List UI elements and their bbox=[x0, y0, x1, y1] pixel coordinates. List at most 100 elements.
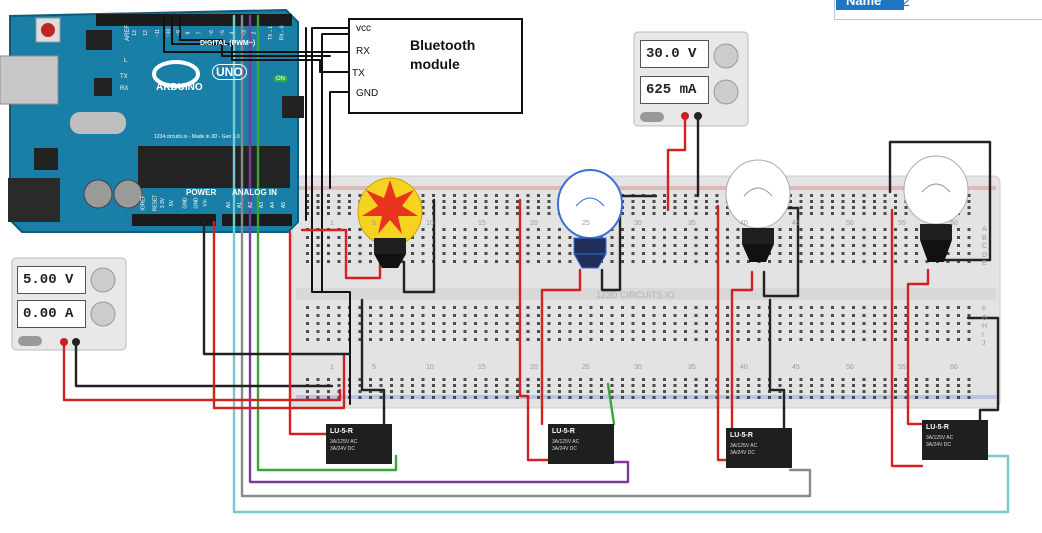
arduino-board[interactable] bbox=[0, 8, 304, 233]
capacitor-1 bbox=[83, 179, 113, 209]
bt-pin-tx: TX bbox=[352, 68, 365, 79]
arduino-pin-label: ~5 bbox=[219, 30, 226, 36]
wire-supply-red bbox=[62, 340, 342, 402]
bluetooth-module[interactable] bbox=[348, 18, 523, 114]
wire-bulb4-red bbox=[906, 268, 930, 426]
regulator bbox=[34, 148, 58, 170]
wire-bt-tx bbox=[171, 15, 349, 73]
relay-3[interactable] bbox=[726, 428, 792, 468]
breadboard-col-number: 40 bbox=[740, 364, 748, 371]
wire-5v bbox=[212, 220, 346, 410]
arduino-pin-label: 7 bbox=[196, 31, 203, 35]
relay-name: LU-5-R bbox=[926, 424, 949, 431]
relay-rating-dc: 3A/24V DC bbox=[730, 450, 756, 456]
arduino-pin-label: 4 bbox=[229, 31, 236, 35]
relay-name: LU-5-R bbox=[730, 432, 753, 439]
bt-pin-rx: RX bbox=[356, 46, 370, 57]
breadboard-col-number: 60 bbox=[950, 220, 958, 227]
breadboard-col-number: 5 bbox=[372, 220, 376, 227]
arduino-pin-label: 5V bbox=[169, 199, 176, 207]
breadboard-row-letter: H bbox=[982, 323, 988, 330]
arduino-pin-label: RESET bbox=[152, 194, 159, 212]
wire-relay1-red bbox=[288, 230, 332, 436]
supply-top-current: 625 mA bbox=[640, 76, 709, 104]
breadboard-col-number: 1 bbox=[330, 220, 334, 227]
bluetooth-title: Bluetooth module bbox=[410, 36, 475, 74]
breadboard-col-number: 45 bbox=[792, 220, 800, 227]
relay-4[interactable] bbox=[922, 420, 988, 460]
wire-bulb1-red bbox=[300, 228, 382, 280]
wire-relay2-red bbox=[518, 198, 550, 462]
breadboard-holes bbox=[306, 194, 971, 399]
arduino-pin-label: A5 bbox=[281, 201, 288, 209]
relay-1[interactable] bbox=[326, 424, 392, 464]
breadboard-col-number: 1 bbox=[330, 364, 334, 371]
relay-rating-ac: 3A/125V AC bbox=[730, 443, 758, 449]
arduino-logo bbox=[152, 60, 200, 88]
breadboard-row-letter: J bbox=[982, 340, 986, 347]
arduino-pin-label: ~6 bbox=[208, 30, 215, 36]
relay-2[interactable] bbox=[548, 424, 614, 464]
icsp-header bbox=[86, 30, 112, 50]
arduino-rx-label: RX bbox=[120, 86, 129, 92]
breadboard-col-number: 35 bbox=[688, 220, 696, 227]
bulb-2[interactable] bbox=[557, 169, 623, 269]
breadboard-col-number: 10 bbox=[426, 364, 434, 371]
arduino-pin-label: A0 bbox=[226, 201, 233, 209]
breadboard-col-number: 20 bbox=[530, 364, 538, 371]
icsp-header-2 bbox=[282, 96, 304, 118]
arduino-digital-label: DIGITAL (PWM~) bbox=[200, 40, 256, 47]
breadboard-row-letter: E bbox=[982, 260, 987, 267]
supply-left-voltage: 5.00 V bbox=[17, 266, 86, 294]
arduino-pin-label: 2 bbox=[251, 31, 258, 35]
wire-bt-rx bbox=[163, 15, 349, 53]
relay-rating-dc: 3A/24V DC bbox=[552, 446, 578, 452]
breadboard-watermark: 123D CIRCUITS.IO bbox=[596, 290, 675, 300]
breadboard-row-letter: B bbox=[982, 234, 987, 242]
wire-relay4-black bbox=[966, 316, 1000, 426]
breadboard-row-letter: D bbox=[982, 251, 988, 259]
wires[interactable] bbox=[62, 14, 1010, 514]
breadboard-col-number: 60 bbox=[950, 364, 958, 371]
power-header bbox=[132, 214, 216, 226]
breadboard[interactable] bbox=[291, 175, 1001, 409]
bulb-3[interactable] bbox=[725, 159, 791, 262]
arduino-pin-label: ~10 bbox=[166, 28, 173, 38]
breadboard-col-number: 50 bbox=[846, 220, 854, 227]
breadboard-col-number: 40 bbox=[740, 220, 748, 227]
wire-relay4-red bbox=[890, 208, 924, 468]
arduino-model: UNO bbox=[212, 64, 247, 80]
relay-name: LU-5-R bbox=[330, 428, 353, 435]
breadboard-col-number: 20 bbox=[530, 220, 538, 227]
breadboard-row-letter: I bbox=[982, 331, 984, 339]
wire-bulb4-black bbox=[888, 140, 992, 262]
arduino-pin-label: A2 bbox=[248, 201, 255, 209]
relay-name: LU-5-R bbox=[552, 428, 575, 435]
wire-bt-vcc-2 bbox=[321, 33, 349, 293]
arduino-l-label: L bbox=[124, 58, 128, 64]
bulb-1[interactable] bbox=[357, 177, 423, 268]
wire-purple bbox=[248, 14, 630, 484]
relay-rating-dc: 3A/24V DC bbox=[330, 446, 356, 452]
supply-left-current: 0.00 A bbox=[17, 300, 86, 328]
breadboard-col-number: 45 bbox=[792, 364, 800, 371]
wire-supply-black bbox=[74, 340, 334, 388]
arduino-pin-label: A1 bbox=[237, 201, 244, 209]
wire-bulb2-red bbox=[540, 268, 582, 426]
arduino-power-label: POWER bbox=[186, 188, 217, 197]
breadboard-row-letter: F bbox=[982, 306, 987, 313]
bt-pin-gnd: GND bbox=[356, 88, 379, 99]
arduino-tx-label: TX bbox=[120, 74, 128, 80]
relay-rating-ac: 3A/125V AC bbox=[926, 435, 954, 441]
bulb-4[interactable] bbox=[903, 155, 969, 262]
capacitor-2 bbox=[113, 179, 143, 209]
name-value[interactable]: 2 bbox=[902, 0, 910, 9]
breadboard-col-number: 55 bbox=[898, 220, 906, 227]
crystal bbox=[70, 112, 126, 134]
wire-relay3-black bbox=[768, 298, 786, 430]
atmega-chip bbox=[138, 146, 290, 188]
wire-30v-red bbox=[666, 114, 687, 212]
breadboard-col-number: 50 bbox=[846, 364, 854, 371]
arduino-pin-label: Vin bbox=[202, 199, 209, 207]
